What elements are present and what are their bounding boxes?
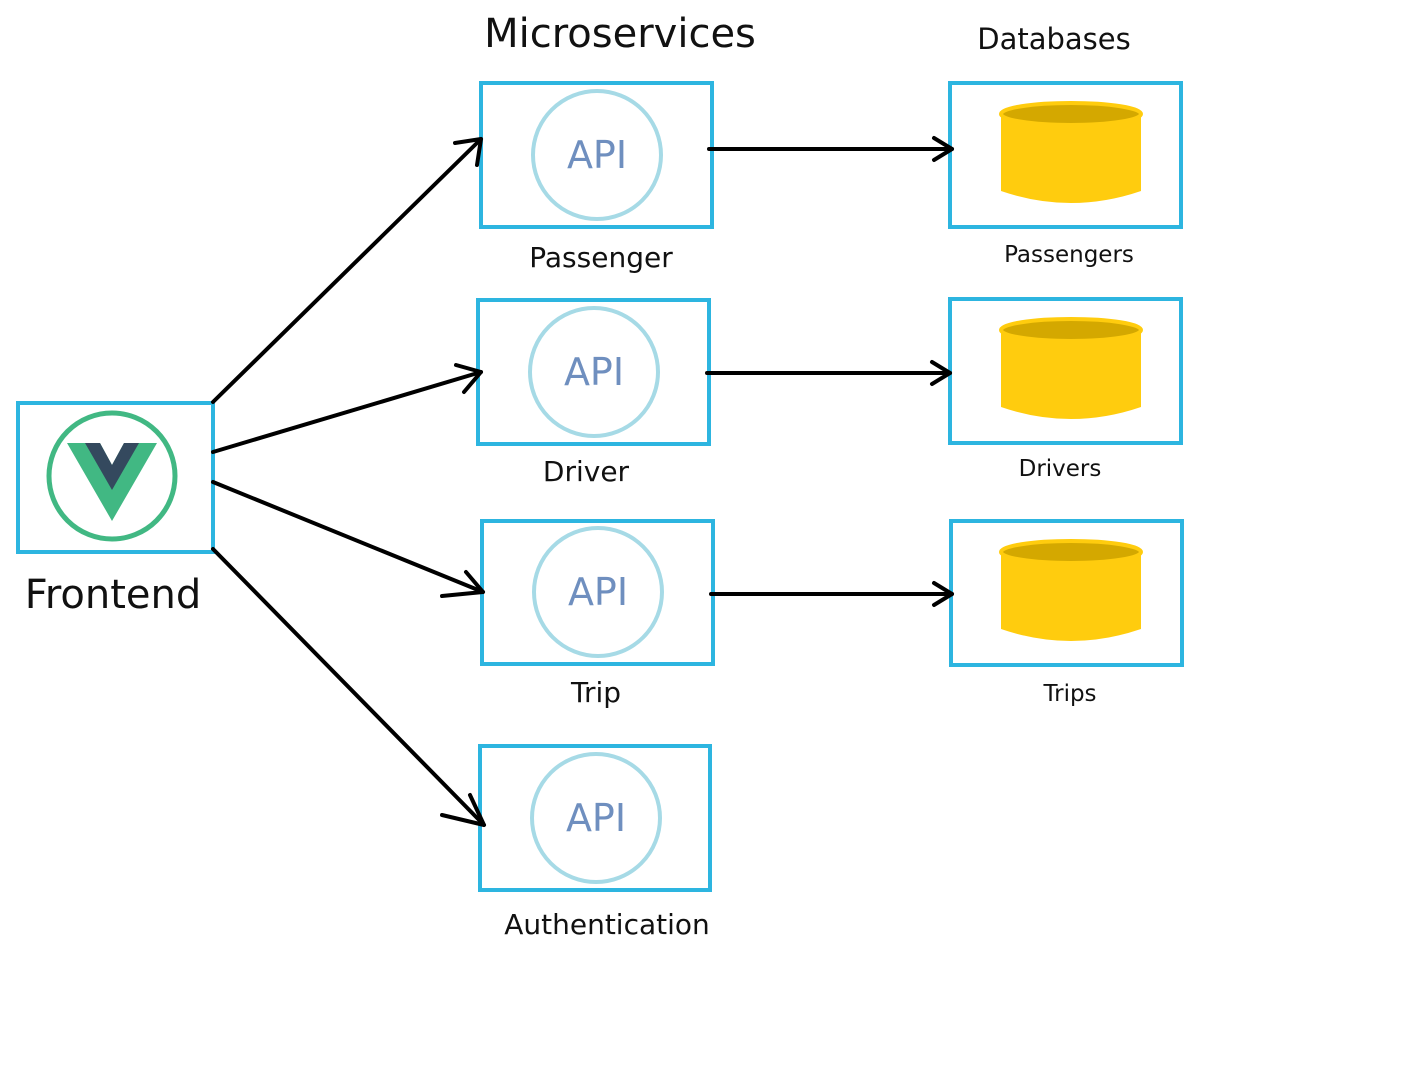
arrow-passenger-to-passengers — [707, 136, 954, 162]
service-authentication: API Authentication — [478, 744, 712, 941]
arrow-frontend-to-authentication — [211, 547, 486, 827]
service-label: Passenger — [529, 241, 673, 274]
arrow-frontend-to-trip — [211, 480, 485, 598]
api-icon — [530, 752, 662, 884]
api-icon — [531, 89, 663, 221]
service-passenger: API Passenger — [479, 81, 714, 274]
arrow-driver-to-drivers — [705, 360, 952, 386]
vue-logo-icon — [46, 410, 178, 542]
database-label: Drivers — [1019, 456, 1102, 482]
service-trip: API Trip — [480, 519, 715, 709]
database-cylinder-icon — [999, 101, 1143, 203]
database-label: Trips — [1042, 681, 1096, 707]
api-label: API — [566, 796, 626, 840]
microservices-heading: Microservices — [484, 11, 756, 57]
arrow-trip-to-trips — [709, 581, 954, 607]
database-cylinder-icon — [999, 539, 1143, 641]
service-label: Driver — [543, 455, 630, 488]
api-icon — [532, 526, 664, 658]
service-label: Trip — [570, 676, 621, 709]
arrow-frontend-to-passenger — [211, 137, 483, 404]
frontend-node: Frontend — [16, 401, 215, 618]
database-trips: Trips — [949, 519, 1184, 707]
databases-heading: Databases — [977, 22, 1130, 56]
api-label: API — [567, 133, 627, 177]
service-label: Authentication — [504, 908, 710, 941]
database-passengers: Passengers — [948, 81, 1183, 268]
database-label: Passengers — [1004, 242, 1134, 268]
api-icon — [528, 306, 660, 438]
database-drivers: Drivers — [948, 297, 1183, 482]
api-label: API — [568, 570, 628, 614]
service-driver: API Driver — [476, 298, 711, 488]
frontend-label: Frontend — [25, 572, 202, 618]
api-label: API — [564, 350, 624, 394]
arrow-frontend-to-driver — [211, 363, 483, 454]
database-cylinder-icon — [999, 317, 1143, 419]
